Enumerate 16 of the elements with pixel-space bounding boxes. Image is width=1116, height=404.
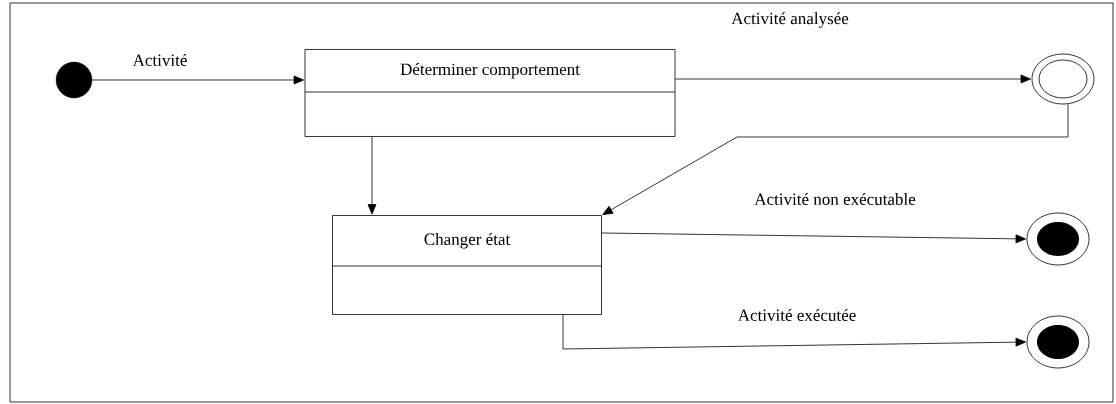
- arrow: [562, 314, 1026, 350]
- edge-label: Activité non exécutable: [753, 192, 917, 206]
- edge-label: Activité: [131, 53, 189, 67]
- arrow: [602, 104, 1069, 215]
- arrow: [91, 75, 304, 85]
- arrow: [601, 232, 1026, 244]
- final-state: [1031, 53, 1095, 105]
- edge-label: Activité analysée: [730, 11, 850, 29]
- final-state: [1026, 315, 1090, 369]
- state-box: Changer état: [332, 215, 602, 315]
- edge-label: Activité exécutée: [736, 308, 858, 322]
- arrow: [367, 136, 377, 215]
- initial-state: [55, 61, 93, 99]
- final-state: [1026, 212, 1090, 266]
- state-box: Déterminer comportement: [304, 49, 676, 137]
- arrow: [675, 74, 1031, 84]
